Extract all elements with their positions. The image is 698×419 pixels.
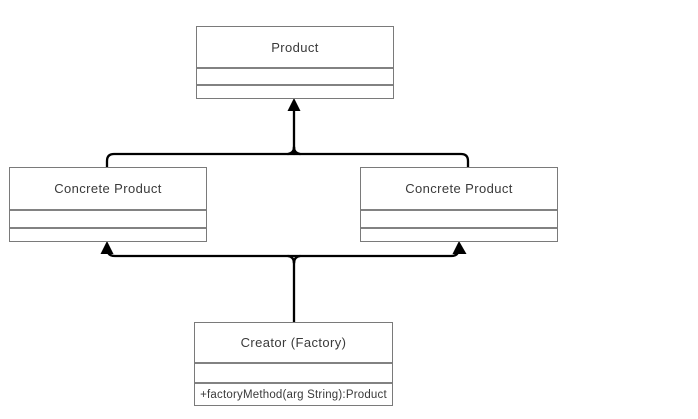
arrowhead-up-icon [287, 98, 301, 111]
compartment-separator [195, 362, 392, 364]
creation-rail [105, 246, 461, 258]
creation-connector[interactable] [100, 241, 467, 324]
compartment-separator [10, 209, 206, 211]
attributes-compartment [197, 69, 393, 84]
compartment-separator [10, 227, 206, 229]
compartment-separator [361, 209, 557, 211]
arrowhead-up-icon [100, 241, 114, 254]
attributes-compartment [10, 211, 206, 227]
generalization-connector[interactable] [105, 98, 470, 170]
class-name-label: Concrete Product [54, 181, 162, 196]
compartment-separator [361, 227, 557, 229]
methods-compartment [197, 86, 393, 98]
class-box-creator-factory[interactable]: Creator (Factory) +factoryMethod(arg Str… [194, 322, 393, 406]
class-name-label: Concrete Product [405, 181, 513, 196]
compartment-separator [197, 84, 393, 86]
methods-compartment [10, 229, 206, 241]
junction-fillet [292, 145, 302, 156]
class-box-concrete-product-left[interactable]: Concrete Product [9, 167, 207, 242]
attributes-compartment [195, 364, 392, 382]
methods-compartment [361, 229, 557, 241]
arrowhead-up-icon [452, 241, 467, 254]
methods-compartment: +factoryMethod(arg String):Product [200, 388, 387, 401]
compartment-separator [195, 382, 392, 384]
attributes-compartment [361, 211, 557, 227]
class-box-concrete-product-right[interactable]: Concrete Product [360, 167, 558, 242]
class-box-product[interactable]: Product [196, 26, 394, 99]
generalization-rail [105, 152, 470, 170]
compartment-separator [197, 67, 393, 69]
class-name-label: Creator (Factory) [240, 335, 347, 350]
class-name-label: Product [271, 39, 319, 55]
